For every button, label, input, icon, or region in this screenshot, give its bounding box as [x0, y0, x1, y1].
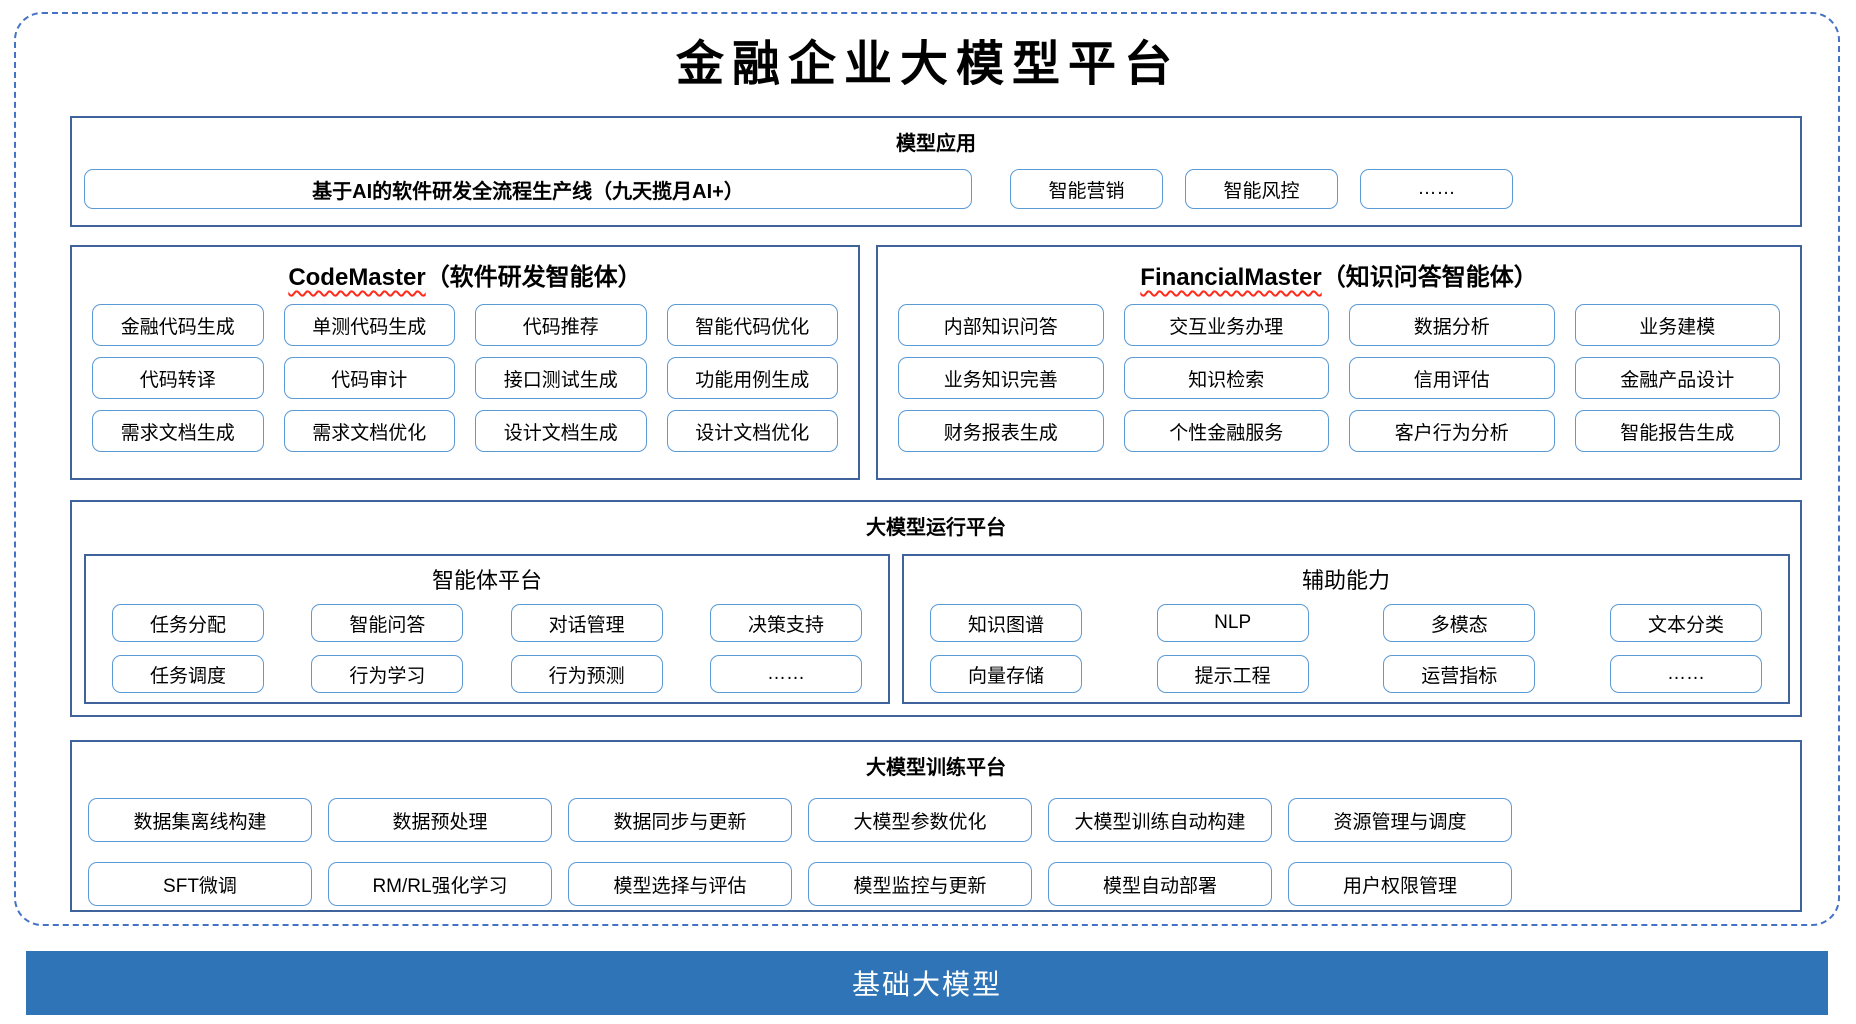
- page-title: 金融企业大模型平台: [675, 36, 1180, 92]
- section-runtime-platform: 大模型运行平台 智能体平台 任务分配 智能问答 对话管理 决策支持 任务调度 行…: [70, 500, 1802, 717]
- training-capability-item: 资源管理与调度: [1288, 798, 1512, 842]
- codemaster-title-en: CodeMaster: [288, 264, 426, 291]
- training-capability-item: 数据预处理: [328, 798, 552, 842]
- runtime-capability-item: 决策支持: [709, 604, 862, 642]
- financialmaster-title-cn: （知识问答智能体）: [1321, 264, 1538, 291]
- section-codemaster-agent: CodeMaster（软件研发智能体） 金融代码生成 单测代码生成 代码推荐 智…: [70, 245, 860, 480]
- runtime-capability-item: 智能问答: [311, 604, 464, 642]
- agent-capability-item: 接口测试生成: [475, 357, 647, 399]
- financialmaster-title-en: FinancialMaster: [1140, 264, 1322, 291]
- app-item-ai-pipeline: 基于AI的软件研发全流程生产线（九天揽月AI+）: [84, 169, 972, 209]
- auxiliary-capability-grid: 知识图谱 NLP 多模态 文本分类 向量存储 提示工程 运营指标 ……: [904, 595, 1788, 693]
- agent-capability-item: 金融产品设计: [1574, 357, 1780, 399]
- training-capability-item: 用户权限管理: [1288, 862, 1512, 906]
- runtime-capability-item: 任务调度: [112, 655, 264, 693]
- foundation-model-label: 基础大模型: [851, 969, 1002, 1000]
- training-capability-item: RM/RL强化学习: [328, 862, 552, 906]
- agent-capability-item: 需求文档优化: [283, 410, 455, 452]
- foundation-model-bar: 基础大模型: [26, 951, 1828, 1015]
- runtime-capability-item: 提示工程: [1156, 655, 1309, 693]
- training-capability-item: 模型自动部署: [1048, 862, 1272, 906]
- agent-capability-item: 需求文档生成: [92, 410, 264, 452]
- codemaster-items-grid: 金融代码生成 单测代码生成 代码推荐 智能代码优化 代码转译 代码审计 接口测试…: [72, 292, 858, 452]
- agent-capability-item: 代码转译: [92, 357, 264, 399]
- runtime-capability-item: ……: [1609, 655, 1762, 693]
- agent-capability-item: 设计文档生成: [475, 410, 647, 452]
- codemaster-title-cn: （软件研发智能体）: [425, 264, 642, 291]
- agent-capability-item: 数据分析: [1349, 304, 1555, 346]
- section-header-model-applications: 模型应用: [896, 133, 976, 155]
- agent-capability-item: 交互业务办理: [1123, 304, 1329, 346]
- training-items-grid: 数据集离线构建 数据预处理 数据同步与更新 大模型参数优化 大模型训练自动构建 …: [88, 798, 1800, 906]
- runtime-capability-item: 知识图谱: [930, 604, 1082, 642]
- app-item-marketing: 智能营销: [1010, 169, 1163, 209]
- outer-dashed-frame: [14, 12, 1840, 926]
- financialmaster-items-grid: 内部知识问答 交互业务办理 数据分析 业务建模 业务知识完善 知识检索 信用评估…: [878, 292, 1800, 452]
- agent-capability-item: 代码推荐: [475, 304, 647, 346]
- section-financialmaster-agent: FinancialMaster（知识问答智能体） 内部知识问答 交互业务办理 数…: [876, 245, 1802, 480]
- agent-capability-item: 内部知识问答: [898, 304, 1104, 346]
- agent-capability-item: 智能代码优化: [666, 304, 838, 346]
- runtime-capability-item: ……: [709, 655, 862, 693]
- agent-capability-item: 设计文档优化: [666, 410, 838, 452]
- agent-capability-item: 客户行为分析: [1349, 410, 1555, 452]
- agent-capability-item: 金融代码生成: [92, 304, 264, 346]
- panel-title-auxiliary: 辅助能力: [1301, 568, 1390, 593]
- app-item-risk-control: 智能风控: [1185, 169, 1338, 209]
- codemaster-title: CodeMaster（软件研发智能体）: [72, 257, 858, 292]
- runtime-capability-item: 行为预测: [510, 655, 663, 693]
- training-capability-item: SFT微调: [88, 862, 312, 906]
- runtime-capability-item: 向量存储: [930, 655, 1082, 693]
- runtime-capability-item: NLP: [1156, 604, 1309, 642]
- runtime-capability-item: 对话管理: [510, 604, 663, 642]
- panel-auxiliary-capability: 辅助能力 知识图谱 NLP 多模态 文本分类 向量存储 提示工程 运营指标 ……: [902, 554, 1790, 704]
- agent-capability-item: 功能用例生成: [666, 357, 838, 399]
- training-capability-item: 数据集离线构建: [88, 798, 312, 842]
- runtime-capability-item: 文本分类: [1609, 604, 1762, 642]
- agent-capability-item: 信用评估: [1349, 357, 1555, 399]
- agent-capability-item: 个性金融服务: [1123, 410, 1329, 452]
- agent-capability-item: 智能报告生成: [1574, 410, 1780, 452]
- training-capability-item: 模型选择与评估: [568, 862, 792, 906]
- agent-capability-item: 财务报表生成: [898, 410, 1104, 452]
- runtime-capability-item: 任务分配: [112, 604, 264, 642]
- agent-capability-item: 代码审计: [283, 357, 455, 399]
- training-capability-item: 数据同步与更新: [568, 798, 792, 842]
- runtime-capability-item: 行为学习: [311, 655, 464, 693]
- agent-capability-item: 业务建模: [1574, 304, 1780, 346]
- panel-title-agent-platform: 智能体平台: [431, 568, 542, 593]
- training-capability-item: 模型监控与更新: [808, 862, 1032, 906]
- agent-platform-grid: 任务分配 智能问答 对话管理 决策支持 任务调度 行为学习 行为预测 ……: [86, 595, 888, 693]
- panel-agent-platform: 智能体平台 任务分配 智能问答 对话管理 决策支持 任务调度 行为学习 行为预测…: [84, 554, 890, 704]
- section-training-platform: 大模型训练平台 数据集离线构建 数据预处理 数据同步与更新 大模型参数优化 大模…: [70, 740, 1802, 912]
- applications-row: 基于AI的软件研发全流程生产线（九天揽月AI+） 智能营销 智能风控 ……: [72, 169, 1800, 209]
- training-capability-item: 大模型参数优化: [808, 798, 1032, 842]
- runtime-capability-item: 多模态: [1383, 604, 1536, 642]
- training-capability-item: 大模型训练自动构建: [1048, 798, 1272, 842]
- section-header-training: 大模型训练平台: [866, 757, 1006, 779]
- agent-capability-item: 业务知识完善: [898, 357, 1104, 399]
- app-item-ellipsis: ……: [1360, 169, 1513, 209]
- agent-capability-item: 单测代码生成: [283, 304, 455, 346]
- financialmaster-title: FinancialMaster（知识问答智能体）: [878, 257, 1800, 292]
- agent-capability-item: 知识检索: [1123, 357, 1329, 399]
- section-header-runtime: 大模型运行平台: [866, 517, 1006, 539]
- runtime-capability-item: 运营指标: [1383, 655, 1536, 693]
- section-model-applications: 模型应用 基于AI的软件研发全流程生产线（九天揽月AI+） 智能营销 智能风控 …: [70, 116, 1802, 227]
